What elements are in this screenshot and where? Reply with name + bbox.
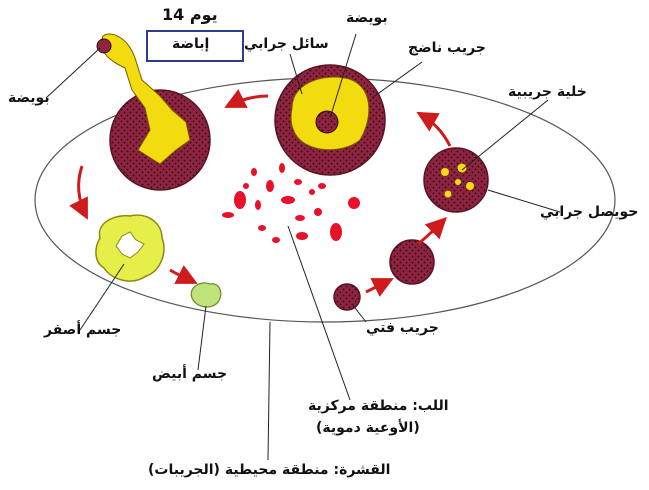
corpus-luteum [96, 215, 164, 281]
label-medulla-line2: (الأوعية دموية) [316, 420, 420, 437]
label-ovulation: إباضة [172, 36, 209, 53]
label-follicular-vesicle: حويصل جرابي [540, 204, 638, 221]
corpus-albicans [191, 283, 221, 307]
label-follicular-fluid: سائل جرابي [244, 36, 329, 53]
label-medulla-line1: اللب: منطقة مركزية [308, 398, 449, 415]
mature-follicle-ovule [316, 111, 338, 133]
label-day-14: يوم 14 [162, 6, 218, 23]
medulla-blood-vessels [222, 163, 360, 243]
label-ovule-left: بويضة [8, 90, 50, 107]
young-follicle-shape [334, 284, 360, 310]
label-cortex: القشرة: منطقة محيطية (الجريبات) [148, 462, 390, 479]
label-ovule-top: بويضة [346, 10, 388, 27]
label-follicle-cell: خلية جريبية [508, 84, 587, 101]
label-mature-follicle: جريب ناضج [408, 40, 486, 57]
follicular-vesicle [424, 148, 488, 212]
label-white-body: جسم أبيض [152, 366, 227, 383]
released-ovule [97, 39, 111, 53]
label-yellow-body: جسم أصفر [44, 322, 121, 339]
mature-follicle [275, 65, 385, 175]
growing-follicle [390, 240, 434, 284]
label-young-follicle: جريب فتي [366, 320, 439, 337]
